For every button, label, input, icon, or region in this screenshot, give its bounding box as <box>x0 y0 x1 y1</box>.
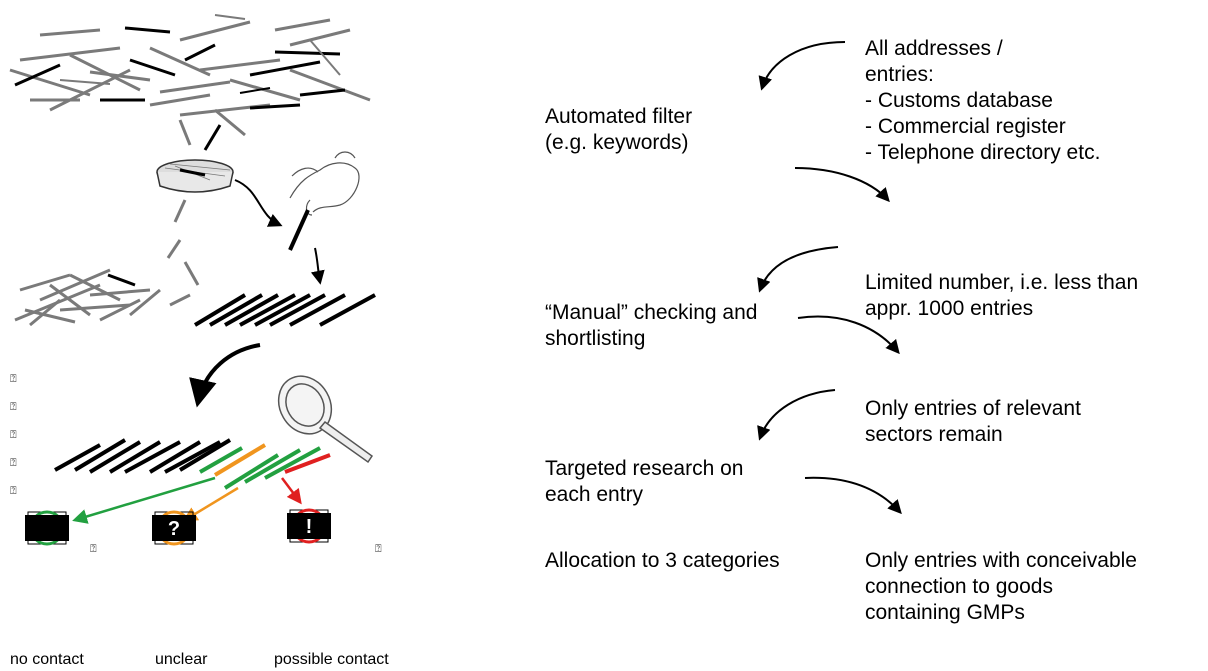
category-label-no-contact: no contact <box>10 651 84 668</box>
step-line: Targeted research on <box>545 457 744 480</box>
hand-icon <box>289 151 360 216</box>
flow-arrow-1-out <box>794 167 890 203</box>
unclear-symbol: ? <box>152 510 196 546</box>
no-contact-arrow <box>72 476 216 524</box>
input-line: connection to goods <box>865 575 1053 598</box>
step-manual-checking: “Manual” checking and shortlisting <box>545 300 757 352</box>
step-targeted-research: Targeted research on each entry <box>545 456 743 508</box>
flow-arrow-3-in <box>757 389 836 441</box>
input-line: appr. 1000 entries <box>865 297 1034 320</box>
step-line: (e.g. keywords) <box>545 131 689 154</box>
placeholder-glyph: ⍰ <box>90 542 97 555</box>
picked-needle <box>288 209 310 251</box>
possible-contact-arrow <box>281 477 302 505</box>
input-all-addresses: All addresses / entries: - Customs datab… <box>865 36 1100 166</box>
unclear-symbol-text: ? <box>168 518 180 540</box>
input-line: Only entries of relevant <box>865 397 1081 420</box>
step-line: “Manual” checking and <box>545 301 758 324</box>
flow-arrow-1-in <box>758 41 846 91</box>
placeholder-glyph: ⍰ <box>10 372 17 385</box>
placeholder-glyph: ⍰ <box>10 400 17 413</box>
placeholder-glyph: ⍰ <box>375 542 382 555</box>
hand-to-shortlist-arrow <box>310 247 325 285</box>
sieve-to-hand-arrow <box>234 179 283 227</box>
placeholder-glyph: ⍰ <box>10 428 17 441</box>
sieve-icon <box>156 159 234 193</box>
input-line: Only entries with conceivable <box>865 549 1137 572</box>
placeholder-glyph: ⍰ <box>10 456 17 469</box>
placeholder-glyph: ⍰ <box>10 484 17 497</box>
step-line: Automated filter <box>545 105 693 128</box>
input-limited-number: Limited number, i.e. less than appr. 100… <box>865 270 1138 322</box>
haystack-top-icon <box>9 14 371 137</box>
step-automated-filter: Automated filter (e.g. keywords) <box>545 104 692 156</box>
possible-contact-symbol: ! <box>287 508 331 544</box>
haystack-needle <box>107 273 136 287</box>
possible-contact-symbol-text: ! <box>306 516 313 538</box>
research-stalks <box>54 438 331 490</box>
unclear-arrow <box>182 486 239 522</box>
input-line: entries: <box>865 63 934 86</box>
category-label-unclear: unclear <box>155 651 208 668</box>
input-line: Limited number, i.e. less than <box>865 271 1139 294</box>
step-allocation: Allocation to 3 categories <box>545 548 780 574</box>
input-conceivable-connection: Only entries with conceivable connection… <box>865 548 1137 626</box>
step-line: Allocation to 3 categories <box>545 549 780 572</box>
input-line: - Telephone directory etc. <box>865 141 1101 164</box>
flow-arrow-2-in <box>757 246 839 293</box>
input-line: All addresses / <box>865 37 1003 60</box>
magnifier-icon <box>277 375 374 464</box>
input-relevant-sectors: Only entries of relevant sectors remain <box>865 396 1081 448</box>
step-line: each entry <box>545 483 644 506</box>
input-line: - Commercial register <box>865 115 1066 138</box>
input-line: - Customs database <box>865 89 1053 112</box>
no-contact-symbol <box>25 510 69 546</box>
step-line: shortlisting <box>545 327 646 350</box>
input-line: containing GMPs <box>865 601 1025 624</box>
input-line: sectors remain <box>865 423 1003 446</box>
haystack-bottom-icon <box>14 268 161 327</box>
big-curved-arrow <box>189 343 261 408</box>
flow-arrow-3-out <box>804 476 902 515</box>
category-label-possible-contact: possible contact <box>274 651 389 668</box>
leaking-stalks <box>166 199 200 307</box>
flow-arrow-2-out <box>797 315 900 355</box>
falling-stalk <box>178 119 192 146</box>
falling-stalk <box>203 124 222 151</box>
shortlist-stalks <box>193 293 376 327</box>
